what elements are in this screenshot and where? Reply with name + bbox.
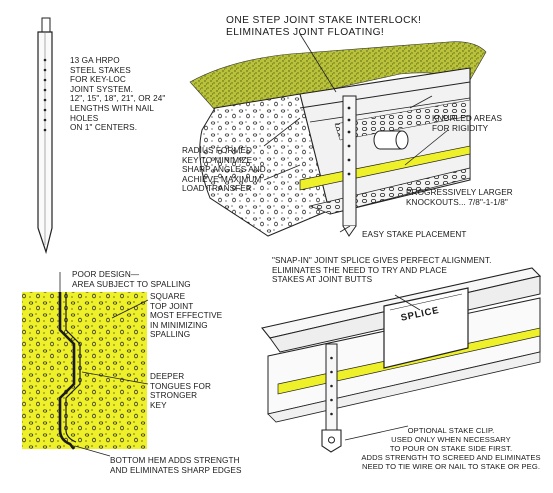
deeper-tongues-callout: DEEPER TONGUES FOR STRONGER KEY (150, 372, 211, 410)
splice-illustration (261, 267, 542, 453)
poor-design-callout: POOR DESIGN— AREA SUBJECT TO SPALLING (72, 270, 191, 289)
joint-perspective-illustration (189, 33, 487, 237)
stake-clip-callout: OPTIONAL STAKE CLIP. USED ONLY WHEN NECE… (361, 426, 541, 471)
knockouts-callout: PROGRESSIVELY LARGER KNOCKOUTS... 7/8"-1… (406, 188, 513, 207)
radius-callout: RADIUS FORMED KEY TO MINIMIZE SHARP ANGL… (182, 146, 266, 194)
joint-cross-section (22, 272, 149, 457)
bottom-hem-callout: BOTTOM HEM ADDS STRENGTH AND ELIMINATES … (110, 456, 242, 475)
stake-description: 13 ga HRPO STEEL STAKES FOR KEY-LOC JOIN… (70, 56, 166, 133)
stake-illustration (37, 17, 53, 255)
snap-in-callout: "SNAP-IN" JOINT SPLICE GIVES PERFECT ALI… (272, 256, 492, 285)
square-top-callout: SQUARE TOP JOINT MOST EFFECTIVE IN MINIM… (150, 292, 223, 340)
easy-stake-callout: EASY STAKE PLACEMENT (362, 230, 467, 239)
knurled-callout: KNURLED AREAS FOR RIGIDITY (432, 114, 503, 133)
interlock-callout: ONE STEP JOINT STAKE INTERLOCK! ELIMINAT… (226, 15, 422, 38)
